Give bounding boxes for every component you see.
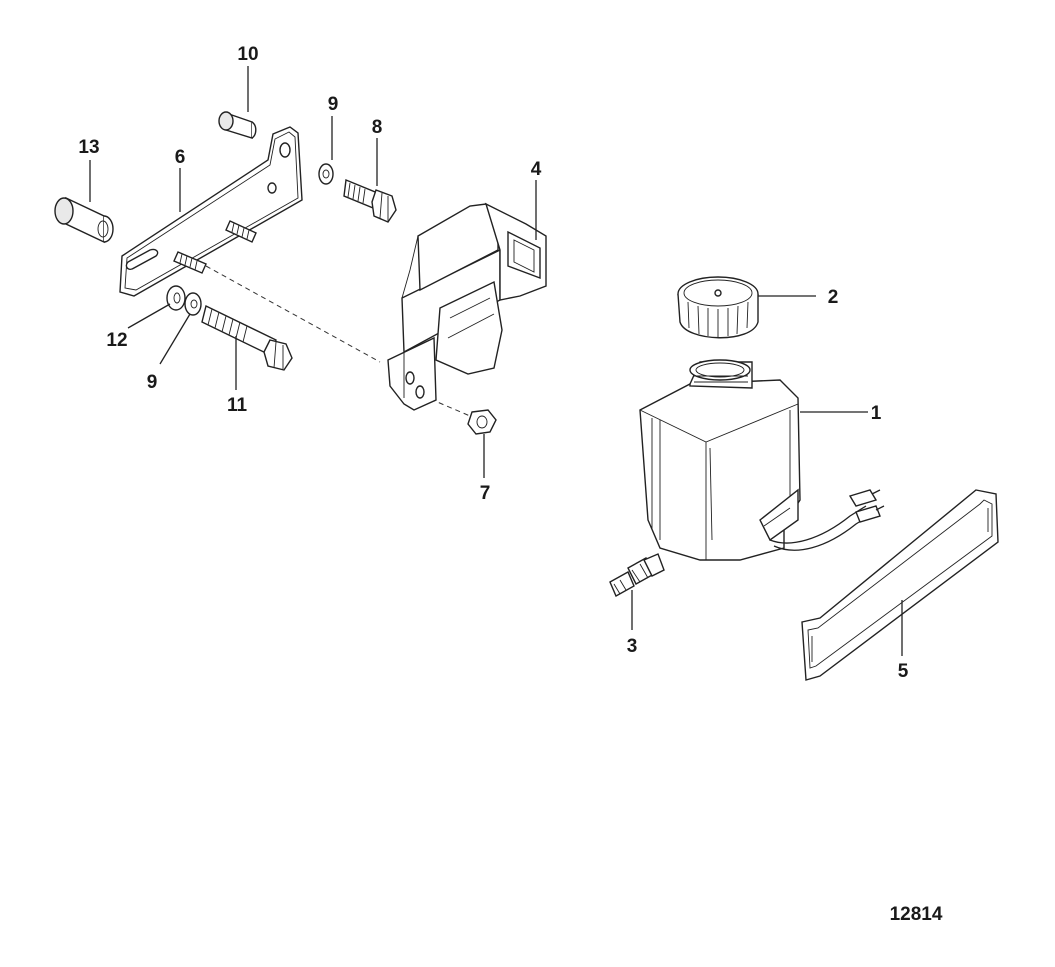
stud-lower bbox=[173, 251, 207, 274]
reservoir-bottle-1 bbox=[639, 359, 801, 561]
spacer-13 bbox=[54, 196, 114, 244]
washer-9-upper bbox=[318, 163, 334, 185]
callout-10: 10 bbox=[237, 44, 258, 65]
figure-number: 12814 bbox=[890, 904, 943, 925]
callout-3: 3 bbox=[627, 636, 638, 657]
callout-12: 12 bbox=[106, 330, 127, 351]
stud-upper bbox=[225, 220, 257, 243]
reservoir-cap-2 bbox=[677, 276, 759, 339]
callout-9-upper: 9 bbox=[328, 94, 339, 115]
callout-2: 2 bbox=[828, 287, 839, 308]
callout-1: 1 bbox=[871, 403, 882, 424]
spacer-10 bbox=[218, 111, 257, 139]
sensor-wire-leads bbox=[769, 489, 885, 551]
retaining-strap-5 bbox=[801, 489, 999, 681]
washer-9-lower bbox=[184, 292, 202, 316]
assembly-axis bbox=[205, 265, 381, 363]
leader-lines bbox=[89, 66, 903, 656]
callout-13: 13 bbox=[78, 137, 99, 158]
callout-11: 11 bbox=[227, 395, 248, 416]
callout-7: 7 bbox=[480, 483, 491, 504]
nut-7 bbox=[467, 409, 497, 435]
bolt-11 bbox=[201, 304, 293, 371]
hose-fitting-3 bbox=[609, 553, 665, 597]
callout-6: 6 bbox=[175, 147, 186, 168]
callout-5: 5 bbox=[898, 661, 909, 682]
callout-4: 4 bbox=[531, 159, 542, 180]
washer-12 bbox=[166, 285, 186, 311]
callout-8: 8 bbox=[372, 117, 383, 138]
mounting-plate-6 bbox=[119, 126, 303, 297]
bracket-4 bbox=[387, 202, 547, 411]
bolt-8 bbox=[343, 179, 397, 223]
callout-9-lower: 9 bbox=[147, 372, 158, 393]
